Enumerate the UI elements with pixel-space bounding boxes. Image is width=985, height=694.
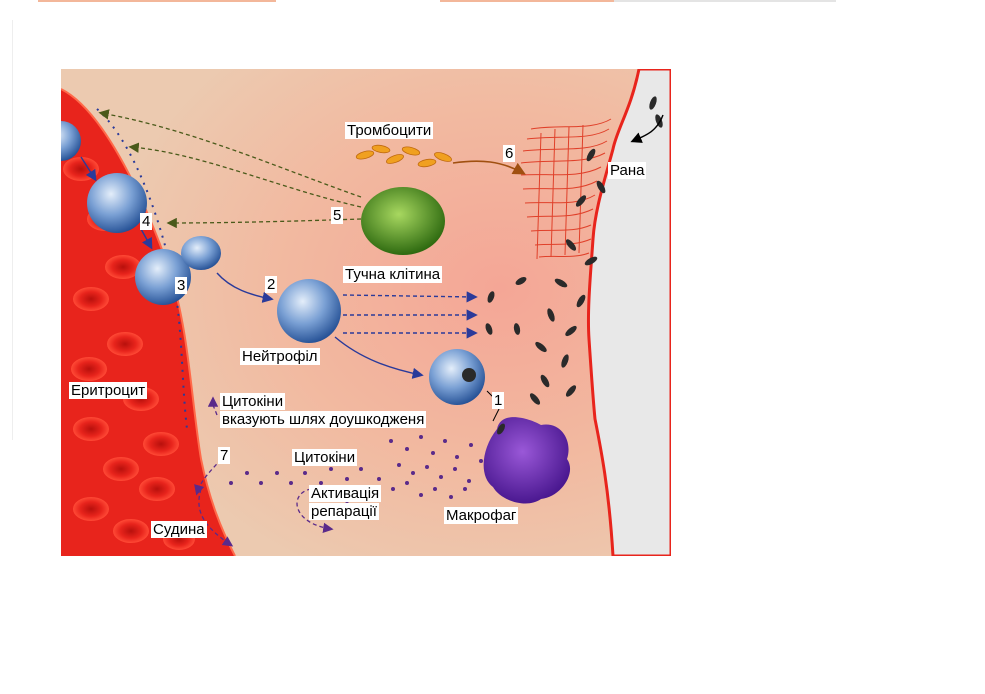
fibrin-strands bbox=[520, 118, 612, 260]
label-erythrocyte: Еритроцит bbox=[69, 382, 148, 399]
vessel-wall bbox=[61, 88, 236, 556]
wound-healing-diagram: Тромбоцити Рана Тучна клітина Нейтрофіл … bbox=[61, 69, 671, 556]
label-activation-line2: репарації bbox=[309, 503, 379, 520]
engulfed-debris bbox=[462, 368, 476, 382]
label-mast-cell: Тучна клітина bbox=[343, 266, 443, 283]
marker-2: 2 bbox=[265, 276, 278, 293]
neutrophil-cell bbox=[277, 279, 341, 343]
platelet-arrow bbox=[452, 160, 526, 175]
platelets bbox=[355, 144, 452, 168]
marker-5: 5 bbox=[331, 207, 344, 224]
marker-6: 6 bbox=[503, 145, 516, 162]
left-rule bbox=[12, 20, 13, 440]
diagram-canvas bbox=[61, 69, 671, 556]
migration-arrows bbox=[80, 156, 424, 379]
label-cytokines: Цитокіни bbox=[292, 449, 358, 466]
chemotaxis-arrows bbox=[342, 291, 478, 339]
label-neutrophil: Нейтрофіл bbox=[240, 348, 320, 365]
label-macrophage: Макрофаг bbox=[444, 507, 519, 524]
macrophage-cell bbox=[483, 417, 571, 504]
marker-7: 7 bbox=[218, 447, 231, 464]
top-bar-left bbox=[38, 0, 276, 2]
label-vessel: Судина bbox=[151, 521, 207, 538]
top-bar-middle bbox=[440, 0, 614, 2]
top-bar-right bbox=[614, 0, 836, 2]
label-wound: Рана bbox=[608, 162, 647, 179]
mast-cell-body bbox=[361, 187, 445, 255]
label-cytokines-path-line1: Цитокіни bbox=[220, 393, 286, 410]
wound-zone bbox=[586, 69, 671, 556]
marker-1: 1 bbox=[492, 392, 505, 409]
cytokine-dots bbox=[229, 435, 483, 503]
label-cytokines-path-line2: вказують шлях доушкодженя bbox=[220, 411, 427, 428]
label-activation-line1: Активація bbox=[309, 485, 382, 502]
marker-3: 3 bbox=[175, 277, 188, 294]
wound-entry-arrow bbox=[630, 114, 664, 143]
debris-particles bbox=[485, 96, 663, 435]
vessel-dots bbox=[96, 108, 188, 430]
phagocytosing-neutrophil bbox=[429, 349, 485, 405]
label-platelets: Тромбоцити bbox=[345, 122, 434, 139]
marker-4: 4 bbox=[140, 213, 153, 230]
